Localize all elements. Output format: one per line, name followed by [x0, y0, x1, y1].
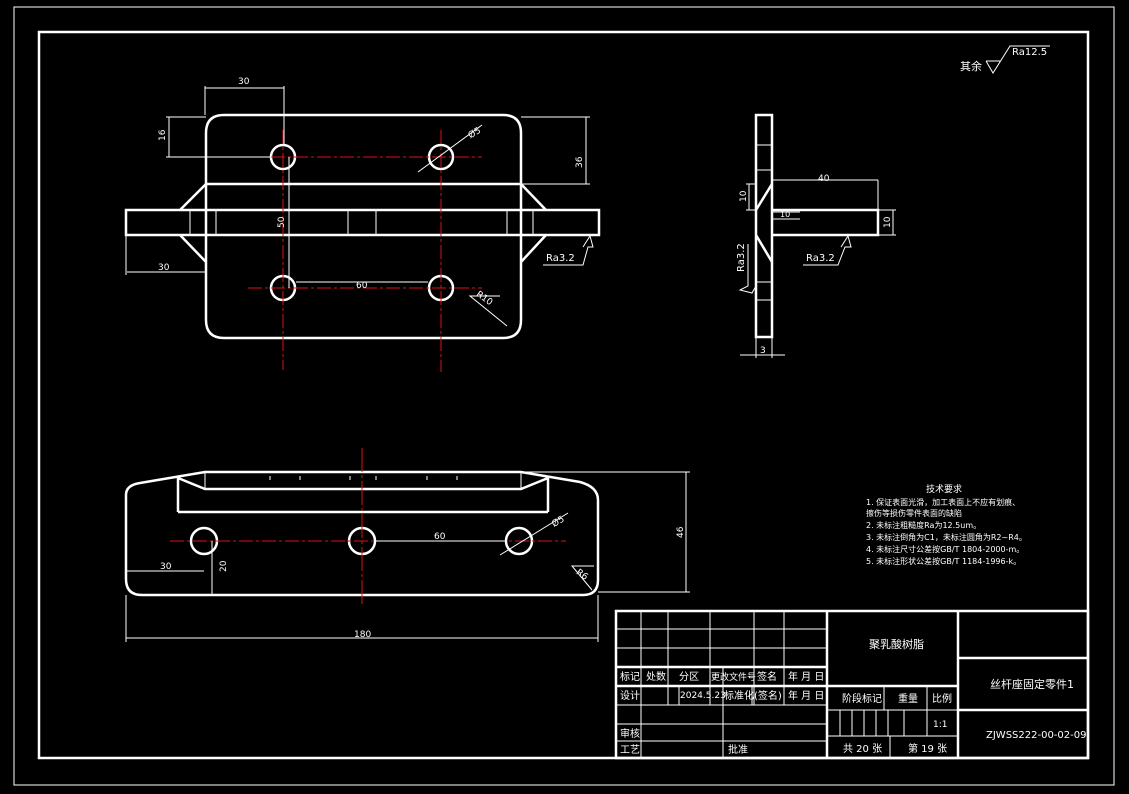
dim-bottom-60: 60	[434, 532, 446, 542]
tb-header-sign: 签名	[757, 670, 777, 683]
tb-weight-label: 重量	[898, 692, 918, 705]
dim-bottom-180: 180	[354, 630, 371, 640]
tb-drawing-no: ZJWSS222-00-02-09	[986, 730, 1086, 741]
front-rib-lower	[179, 234, 547, 263]
inner-border	[37, 30, 1090, 760]
title-block: 标记 处数 分区 更改文件号 签名 年 月 日 设计 2024.5.23 标准化…	[614, 609, 1090, 760]
tech-requirements: 技术要求 1. 保证表面光滑，加工表面上不应有划痕、 擦伤等损伤零件表面的缺陷 …	[866, 483, 1027, 566]
roughness-side-value-1: Ra3.2	[736, 243, 747, 272]
dim-side-10-left: 10	[739, 190, 749, 202]
roughness-other-label: 其余	[960, 59, 982, 73]
dim-bottom-46: 46	[676, 526, 686, 538]
dim-front-30-left: 30	[158, 263, 170, 273]
tb-stage-label: 阶段标记	[842, 692, 882, 705]
roughness-side-symbol-2: Ra3.2	[803, 234, 852, 266]
dim-front-16: 16	[158, 129, 168, 141]
tb-header-count: 处数	[646, 670, 666, 683]
dim-front-phi5: Ø5	[466, 125, 483, 141]
tb-scale-label: 比例	[932, 692, 952, 705]
tech-req-line-1: 1. 保证表面光滑，加工表面上不应有划痕、	[866, 497, 1020, 507]
tb-design-date: 2024.5.23	[680, 691, 726, 701]
front-centerlines	[248, 130, 482, 372]
tb-part-name: 丝杆座固定零件1	[990, 677, 1074, 691]
side-view: 40 10 10 10 3 Ra3.2 Ra3.2	[736, 113, 896, 358]
tb-approve-label: 批准	[728, 743, 748, 756]
roughness-front-symbol: Ra3.2	[543, 234, 594, 266]
roughness-front-value: Ra3.2	[546, 253, 575, 264]
outer-border	[13, 6, 1115, 786]
roughness-other-value: Ra12.5	[1012, 47, 1047, 58]
side-vertical-plate	[754, 113, 774, 339]
dim-bottom-30: 30	[160, 562, 172, 572]
tech-req-line-6: 5. 未标注形状公差按GB/T 1184-1996-k。	[866, 556, 1021, 566]
tb-sheet-no: 第 19 张	[908, 742, 947, 755]
roughness-other-symbol: 其余 Ra12.5	[960, 45, 1050, 74]
bottom-plate-outline	[124, 470, 600, 597]
tech-req-line-4: 3. 未标注倒角为C1，未标注圆角为R2~R4。	[866, 532, 1027, 542]
dim-side-10-right: 10	[883, 216, 893, 228]
tb-review-label: 审核	[620, 727, 640, 740]
dim-bottom-phi5: Ø5	[550, 514, 567, 530]
bottom-view: 180 46 30 20 60 Ø5 R6	[124, 448, 690, 642]
roughness-side-value-2: Ra3.2	[806, 253, 835, 264]
tech-req-line-2: 擦伤等损伤零件表面的缺陷	[866, 508, 962, 518]
dim-side-10-inner: 10	[780, 210, 790, 219]
roughness-side-symbol-1: Ra3.2	[736, 243, 757, 294]
tb-header-change-doc: 更改文件号	[711, 671, 756, 683]
dim-bottom-r6: R6	[574, 568, 590, 583]
front-holes	[269, 143, 455, 302]
front-rib-upper	[179, 182, 547, 211]
tb-standardization: 标准化	[724, 689, 754, 702]
dim-side-40: 40	[818, 174, 830, 184]
dim-side-3: 3	[760, 346, 766, 356]
front-plate-outline	[204, 113, 523, 340]
tb-sheets-total: 共 20 张	[843, 743, 882, 755]
dim-front-r10: R10	[474, 290, 494, 309]
tb-signature: (签名)	[754, 689, 782, 702]
bottom-channel	[176, 476, 550, 514]
dim-front-30-top: 30	[238, 77, 250, 87]
front-flange-bar	[124, 208, 601, 237]
dim-front-36: 36	[575, 156, 585, 168]
side-horizontal-flange	[772, 208, 880, 237]
tb-date-label: 年 月 日	[788, 689, 824, 702]
tb-header-zone: 分区	[679, 671, 699, 683]
tb-process-label: 工艺	[620, 744, 640, 756]
tb-material: 聚乳酸树脂	[869, 637, 924, 651]
tech-requirements-title: 技术要求	[926, 483, 962, 495]
dim-bottom-20: 20	[219, 560, 229, 572]
tb-header-date: 年 月 日	[788, 670, 824, 683]
dim-front-50: 50	[277, 216, 287, 228]
dim-front-60: 60	[356, 281, 368, 291]
tb-header-mark: 标记	[620, 671, 640, 683]
tb-design-label: 设计	[620, 689, 640, 702]
tech-req-line-3: 2. 未标注粗糙度Ra为12.5um。	[866, 520, 981, 530]
front-view: 30 16 36 50 30 60 Ø5 R10 Ra3.2	[124, 77, 601, 372]
tb-scale-value: 1:1	[933, 720, 947, 730]
tech-req-line-5: 4. 未标注尺寸公差按GB/T 1804-2000-m。	[866, 544, 1024, 554]
